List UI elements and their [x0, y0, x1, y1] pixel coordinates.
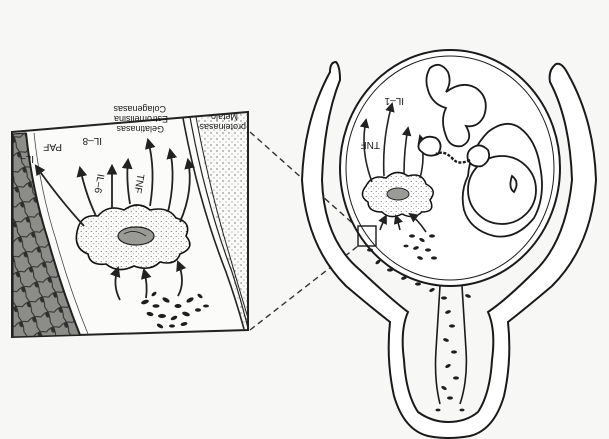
- inset-panel: IL– PAF IL–8 IL–6 TNF Colagenasas Estrom…: [12, 104, 248, 337]
- label-uterus-il1: IL–1: [384, 95, 404, 106]
- fetus-arm: [468, 145, 490, 166]
- label-inset-metallo-1: Metalo–: [206, 112, 238, 122]
- macrophage-nucleus: [118, 227, 154, 245]
- label-uterus-tnf: TNF: [361, 139, 380, 150]
- label-inset-metallo-2: proteinasas: [199, 122, 246, 132]
- label-inset-enzymes-1: Colagenasas: [113, 104, 166, 114]
- label-inset-enzymes-3: Gelatinasas: [116, 124, 164, 134]
- cervix-canal: [436, 286, 467, 404]
- label-inset-paf: PAF: [43, 141, 62, 152]
- uterus-macrophage-nucleus: [387, 188, 409, 200]
- label-inset-il1-partial: IL–: [20, 153, 34, 164]
- label-inset-il8: IL–8: [82, 135, 102, 146]
- uterus: IL–1 TNF: [302, 50, 596, 438]
- label-inset-enzymes-2: Estromelisina: [114, 114, 168, 124]
